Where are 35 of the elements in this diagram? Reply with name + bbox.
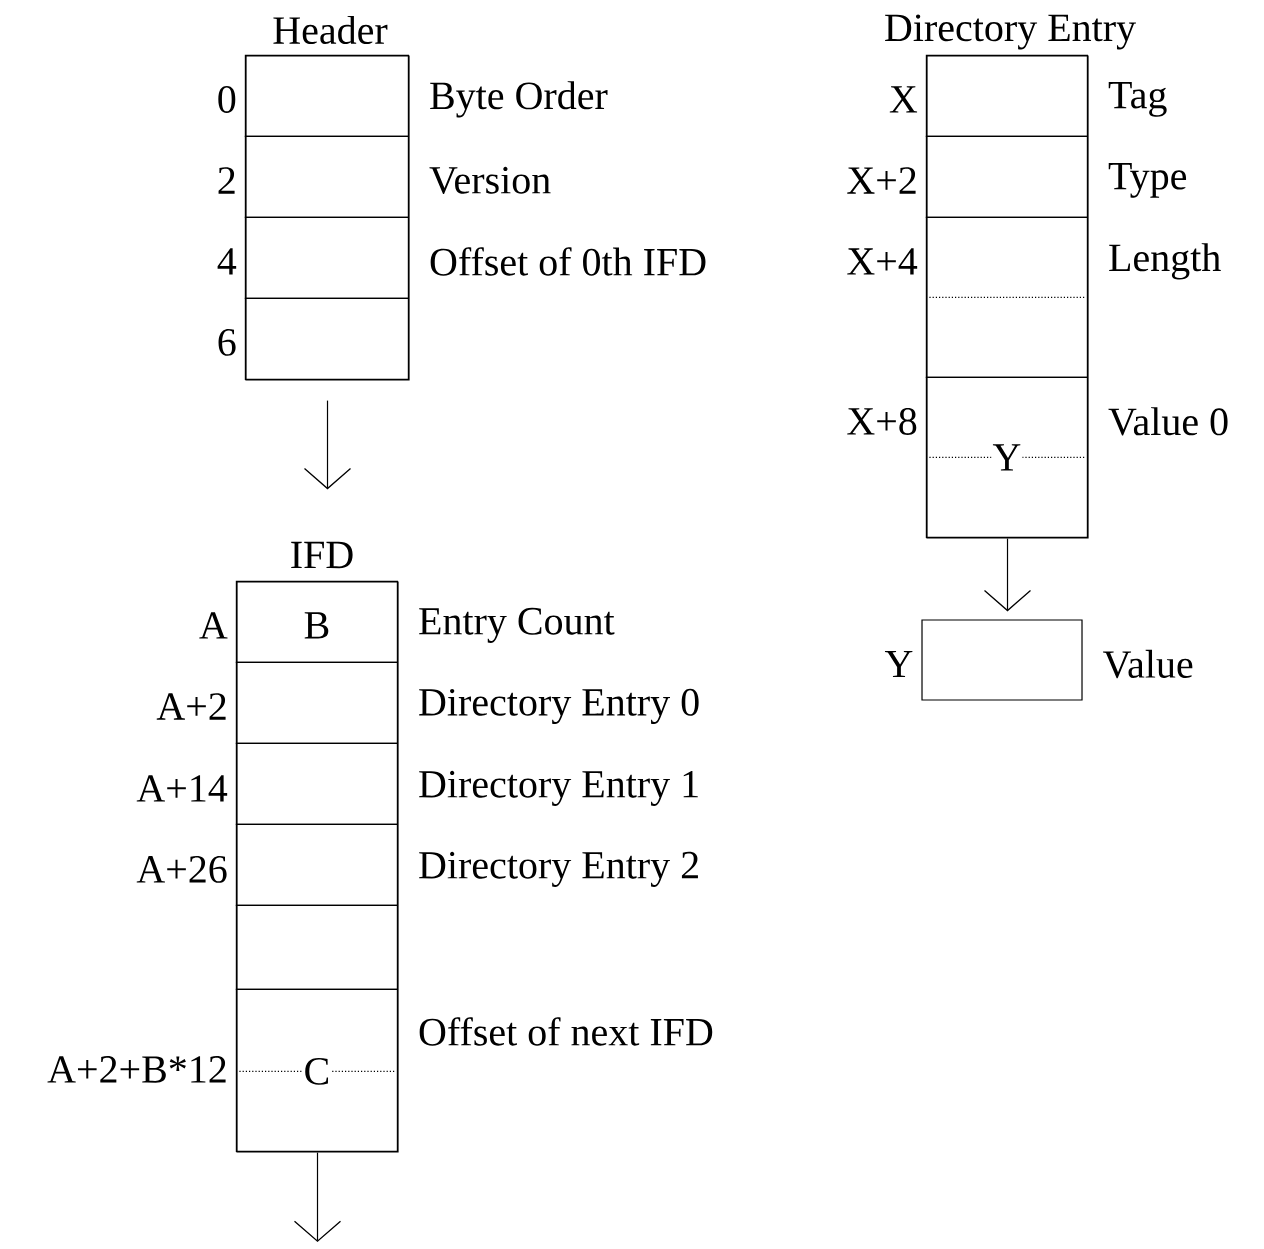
structure-box: Header <box>245 15 410 381</box>
field-label: Length <box>1109 243 1221 280</box>
field-label: Byte Order <box>430 81 608 118</box>
field-label: Offset of 0th IFD <box>430 247 706 276</box>
offset-label: 4 <box>217 248 237 275</box>
field-label: Directory Entry 1 <box>419 770 698 806</box>
offset-label: X+8 <box>847 407 917 435</box>
offset-label: A <box>199 612 228 639</box>
field-label: Offset of next IFD <box>419 1017 713 1046</box>
offset-label: 2 <box>218 167 235 194</box>
offset-label: 0 <box>218 85 236 113</box>
field-cell: B <box>235 580 398 663</box>
field-label: Directory Entry 0 <box>419 688 699 724</box>
offset-label: X+4 <box>847 248 918 275</box>
offset-label: A+14 <box>136 775 228 802</box>
field-label: Value <box>1103 649 1193 679</box>
field-cell: Y <box>925 376 1088 538</box>
offset-label: X <box>889 86 918 113</box>
offset-label: A+2+B*12 <box>47 1056 226 1083</box>
field-cell <box>235 904 398 990</box>
field-label: Tag <box>1108 82 1167 117</box>
offset-label: A+26 <box>136 855 227 883</box>
field-label: Version <box>429 166 551 194</box>
offset-label: Y <box>885 650 913 678</box>
node-label: Header <box>273 15 388 45</box>
field-label: Value 0 <box>1108 407 1228 436</box>
node-label: IFD <box>291 541 353 569</box>
field-label: Type <box>1108 163 1187 198</box>
offset-label: A+2 <box>156 693 226 720</box>
field-label: Entry Count <box>419 607 615 643</box>
node-label: Directory Entry <box>885 14 1136 50</box>
offset-label: X+2 <box>847 167 916 194</box>
field-cell: C <box>235 988 398 1152</box>
field-label: Directory Entry 2 <box>419 851 698 887</box>
offset-label: 6 <box>218 328 236 356</box>
